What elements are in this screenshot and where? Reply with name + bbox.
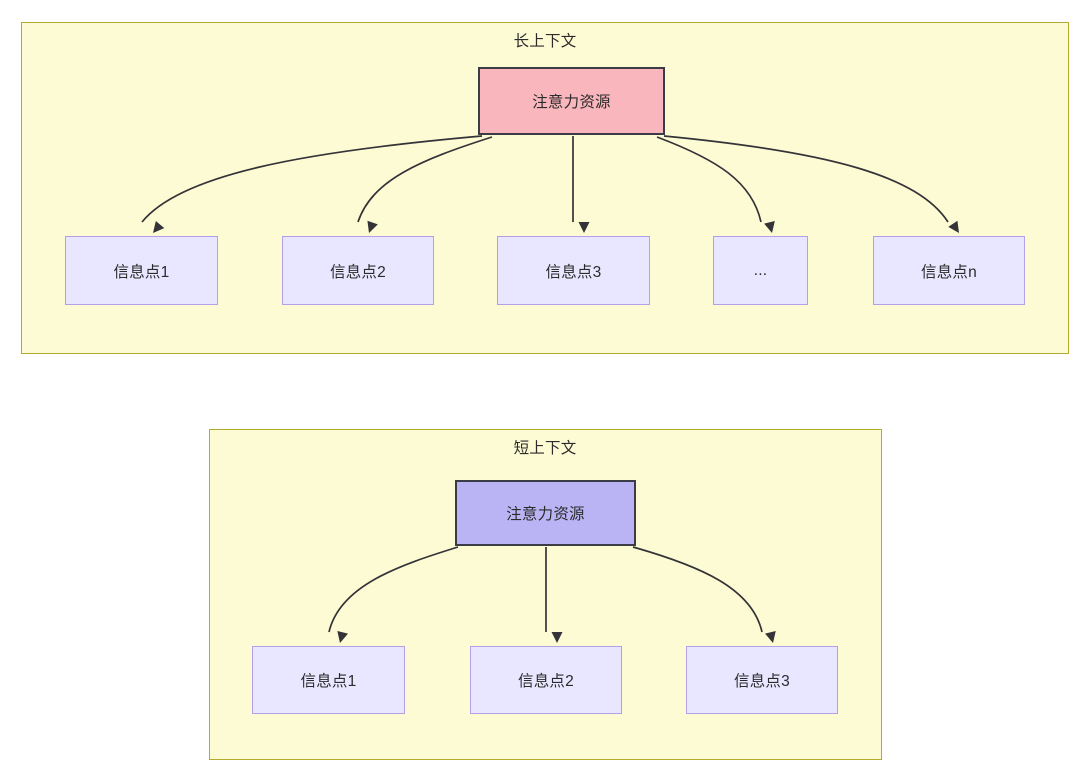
node-info-point-3-long[interactable]: 信息点3: [497, 236, 650, 305]
node-label: 信息点3: [545, 263, 602, 281]
node-info-point-3-short[interactable]: 信息点3: [686, 646, 838, 714]
node-label: 信息点1: [300, 673, 357, 690]
node-info-point-ellipsis-long[interactable]: ...: [713, 236, 808, 305]
node-attention-resource-short[interactable]: 注意力资源: [455, 480, 636, 546]
node-label: 信息点2: [330, 263, 386, 281]
node-label: 注意力资源: [506, 506, 585, 523]
node-label: 信息点1: [113, 263, 170, 281]
node-label: 注意力资源: [532, 94, 611, 111]
group-title-short-context: 短上下文: [513, 440, 577, 457]
node-info-point-2-short[interactable]: 信息点2: [470, 646, 622, 714]
node-info-point-2-long[interactable]: 信息点2: [282, 236, 434, 305]
node-info-point-1-long[interactable]: 信息点1: [65, 236, 218, 305]
node-label: 信息点n: [921, 263, 977, 281]
node-label: 信息点3: [734, 673, 790, 690]
node-info-point-1-short[interactable]: 信息点1: [252, 646, 405, 714]
group-title-long-context: 长上下文: [513, 33, 577, 50]
node-attention-resource-long[interactable]: 注意力资源: [478, 67, 665, 135]
node-info-point-n-long[interactable]: 信息点n: [873, 236, 1025, 305]
node-label: ...: [753, 261, 768, 279]
node-label: 信息点2: [518, 673, 574, 690]
